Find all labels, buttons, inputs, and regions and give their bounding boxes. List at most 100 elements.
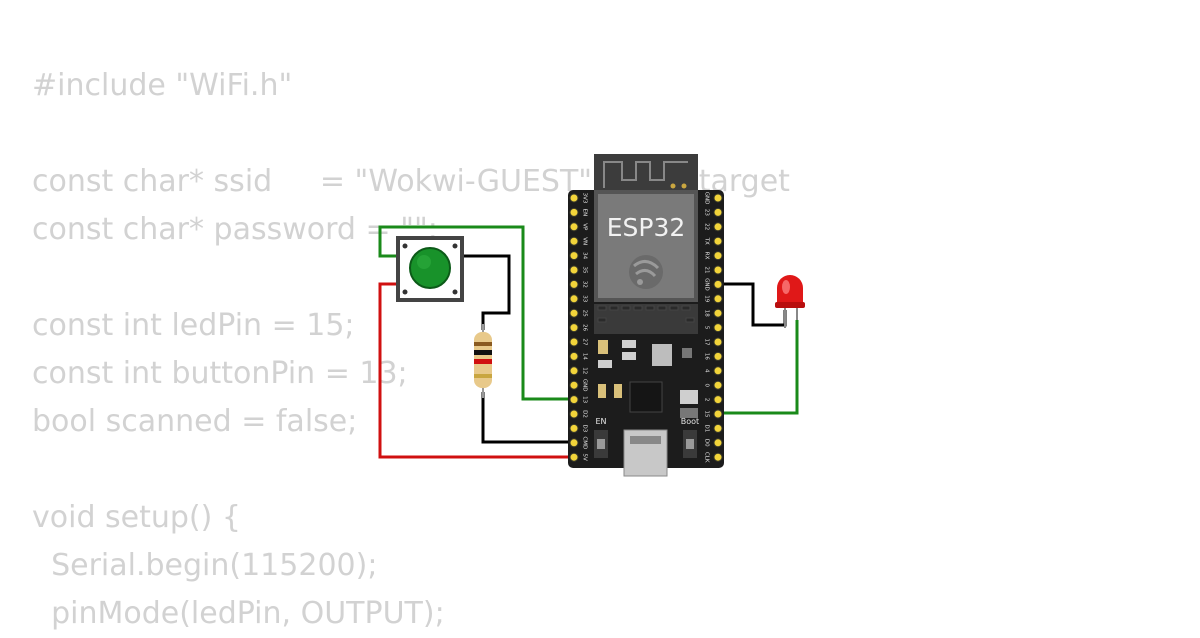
pin-label: 3V3	[582, 193, 588, 204]
pin-label: GND	[704, 192, 710, 205]
pin-left-12[interactable]	[569, 366, 579, 376]
pin-label: 19	[704, 295, 710, 302]
pin-label: 26	[582, 324, 588, 331]
pin-left-vp[interactable]	[569, 222, 579, 232]
pin-label: 35	[582, 267, 588, 274]
pin-label: 5	[704, 326, 710, 330]
pin-right-21[interactable]	[713, 265, 723, 275]
pin-left-d3[interactable]	[569, 423, 579, 433]
resistor[interactable]	[474, 324, 492, 398]
led-red[interactable]	[775, 275, 805, 328]
pin-label: 33	[582, 295, 588, 302]
pin-right-0[interactable]	[713, 380, 723, 390]
boot-button[interactable]	[683, 430, 697, 458]
pin-right-16[interactable]	[713, 351, 723, 361]
pin-right-d1[interactable]	[713, 423, 723, 433]
pin-label: VP	[582, 223, 588, 231]
wire-led-to-gnd[interactable]	[718, 282, 787, 327]
pin-left-3v3[interactable]	[569, 193, 579, 203]
pin-right-22[interactable]	[713, 222, 723, 232]
wire-resistor-to-cmd[interactable]	[481, 392, 573, 444]
pin-left-33[interactable]	[569, 294, 579, 304]
pin-label: VN	[582, 237, 588, 245]
pin-label: 23	[704, 209, 710, 216]
wire-button-to-gpio13[interactable]	[378, 225, 573, 401]
pushbutton[interactable]	[396, 236, 464, 302]
pin-right-gnd[interactable]	[713, 279, 723, 289]
pin-label: 5V	[582, 454, 588, 461]
pin-label: GND	[704, 278, 710, 291]
pin-label: EN	[582, 209, 588, 217]
pin-right-19[interactable]	[713, 294, 723, 304]
pin-label: 22	[704, 223, 710, 230]
wire-button-to-resistor[interactable]	[462, 254, 511, 330]
code-line: const char* ssid = "Wokwi-GUEST"; // tar…	[32, 164, 790, 199]
usb-uart-chip	[629, 381, 663, 413]
pin-right-5[interactable]	[713, 323, 723, 333]
code-line: pinMode(ledPin, OUTPUT);	[32, 596, 445, 631]
pin-label: 17	[704, 339, 710, 346]
pin-right-23[interactable]	[713, 207, 723, 217]
pin-label: 2	[704, 398, 710, 402]
pin-right-18[interactable]	[713, 308, 723, 318]
pin-left-en[interactable]	[569, 207, 579, 217]
pin-right-tx[interactable]	[713, 236, 723, 246]
boot-button-label: Boot	[681, 417, 699, 426]
pin-left-32[interactable]	[569, 279, 579, 289]
pin-left-vn[interactable]	[569, 236, 579, 246]
pin-label: 4	[704, 369, 710, 373]
esp32-board[interactable]: ESP32 EN Boot	[568, 154, 724, 477]
left-pin-header[interactable]: 3V3ENVPVN343532332526271412GND13D2D3CMD5…	[569, 193, 588, 462]
code-line: Serial.begin(115200);	[32, 548, 378, 583]
pin-right-17[interactable]	[713, 337, 723, 347]
pin-label: RX	[704, 252, 710, 260]
pin-right-rx[interactable]	[713, 251, 723, 261]
pin-label: D3	[582, 425, 588, 433]
wire-button-to-5v[interactable]	[378, 282, 573, 459]
pin-left-27[interactable]	[569, 337, 579, 347]
code-line: bool scanned = false;	[32, 404, 358, 439]
pin-right-15[interactable]	[713, 409, 723, 419]
pin-left-25[interactable]	[569, 308, 579, 318]
pin-label: 21	[704, 267, 710, 274]
pin-left-d2[interactable]	[569, 409, 579, 419]
pin-label: 34	[582, 252, 588, 259]
pin-label: D1	[704, 425, 710, 433]
pin-left-35[interactable]	[569, 265, 579, 275]
board-label: ESP32	[607, 213, 686, 242]
pin-left-gnd[interactable]	[569, 380, 579, 390]
code-line: #include "WiFi.h"	[32, 68, 293, 103]
espressif-logo-icon	[629, 255, 663, 289]
pin-left-14[interactable]	[569, 351, 579, 361]
pin-label: D2	[582, 410, 588, 418]
pin-label: 14	[582, 353, 588, 360]
pin-right-gnd[interactable]	[713, 193, 723, 203]
pin-label: 16	[704, 353, 710, 360]
pin-label: 25	[582, 310, 588, 317]
pin-right-d0[interactable]	[713, 438, 723, 448]
button-cap[interactable]	[409, 247, 451, 289]
code-line: const int ledPin = 15;	[32, 308, 355, 343]
code-line: void setup() {	[32, 500, 241, 535]
code-line: const int buttonPin = 13;	[32, 356, 408, 391]
pin-label: 18	[704, 310, 710, 317]
en-button[interactable]	[594, 430, 608, 458]
wire-led-to-gpio15[interactable]	[718, 320, 799, 415]
pin-right-4[interactable]	[713, 366, 723, 376]
pin-label: CLK	[704, 452, 710, 463]
pin-label: 12	[582, 367, 588, 374]
pin-left-13[interactable]	[569, 395, 579, 405]
pin-left-34[interactable]	[569, 251, 579, 261]
pin-right-2[interactable]	[713, 395, 723, 405]
pin-left-5v[interactable]	[569, 452, 579, 462]
pin-label: 0	[704, 383, 710, 387]
en-button-label: EN	[595, 417, 606, 426]
pin-label: CMD	[582, 436, 588, 449]
pin-label: 27	[582, 339, 588, 346]
pin-left-26[interactable]	[569, 323, 579, 333]
pin-right-clk[interactable]	[713, 452, 723, 462]
pin-label: 15	[704, 411, 710, 418]
pin-left-cmd[interactable]	[569, 438, 579, 448]
